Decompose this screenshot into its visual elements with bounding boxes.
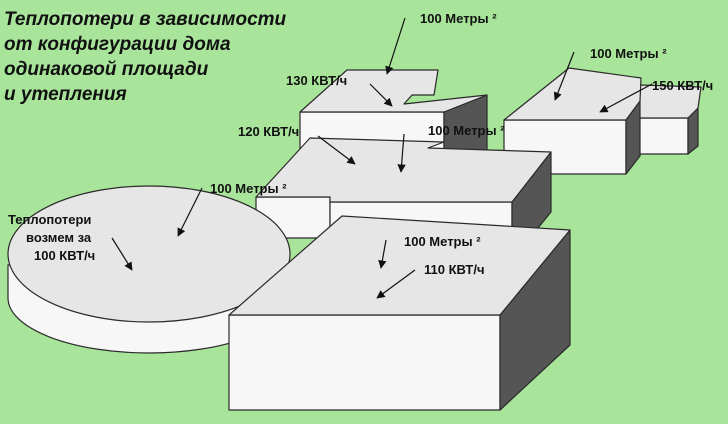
square-front: [228, 314, 501, 411]
oval-area-arrow: [177, 187, 203, 237]
oval-heat-line-1: Теплопотери: [8, 212, 91, 227]
diagram-title: Теплопотери в зависимости от конфигураци…: [4, 9, 287, 105]
oval-area-label: 100 Метры ²: [210, 181, 287, 196]
notched-heat-label: 130 КВТ/ч: [286, 73, 347, 88]
square-top: [228, 215, 571, 316]
oval-house: [7, 185, 291, 354]
notched-area-label: 100 Метры ²: [420, 11, 497, 26]
notched-top: [299, 69, 488, 113]
l-shape-area-arrow: [397, 133, 406, 173]
oval-heat-line-2: возмем за: [26, 230, 92, 245]
watermark: Стройпанель: [62, 9, 136, 23]
oval-top: [7, 185, 291, 323]
title-line-4: и утепления: [4, 84, 127, 105]
l-shape-heat-arrow: [317, 135, 356, 165]
annex-main-top: [503, 67, 642, 121]
oval-heat-arrow: [111, 237, 133, 271]
l-shape-area-label: 100 Метры ²: [428, 123, 505, 138]
annex-heat-label: 150 КВТ/ч: [652, 78, 713, 93]
annex-heat-arrow: [599, 83, 653, 113]
notched-area-arrow: [385, 17, 406, 75]
title-line-2: от конфигурации дома: [4, 34, 231, 55]
square-heat-arrow: [376, 269, 416, 299]
annex-area-label: 100 Метры ²: [590, 46, 667, 61]
square-house: [228, 215, 571, 411]
square-area-label: 100 Метры ²: [404, 234, 481, 249]
oval-heat-line-3: 100 КВТ/ч: [34, 248, 95, 263]
square-heat-label: 110 КВТ/ч: [424, 262, 485, 277]
title-line-1: Теплопотери в зависимости: [4, 9, 287, 30]
square-area-arrow: [378, 239, 387, 269]
title-line-3: одинаковой площади: [4, 59, 209, 80]
notched-heat-arrow: [369, 83, 393, 107]
annex-area-arrow: [553, 51, 575, 101]
l-shape-heat-label: 120 КВТ/ч: [238, 124, 299, 139]
